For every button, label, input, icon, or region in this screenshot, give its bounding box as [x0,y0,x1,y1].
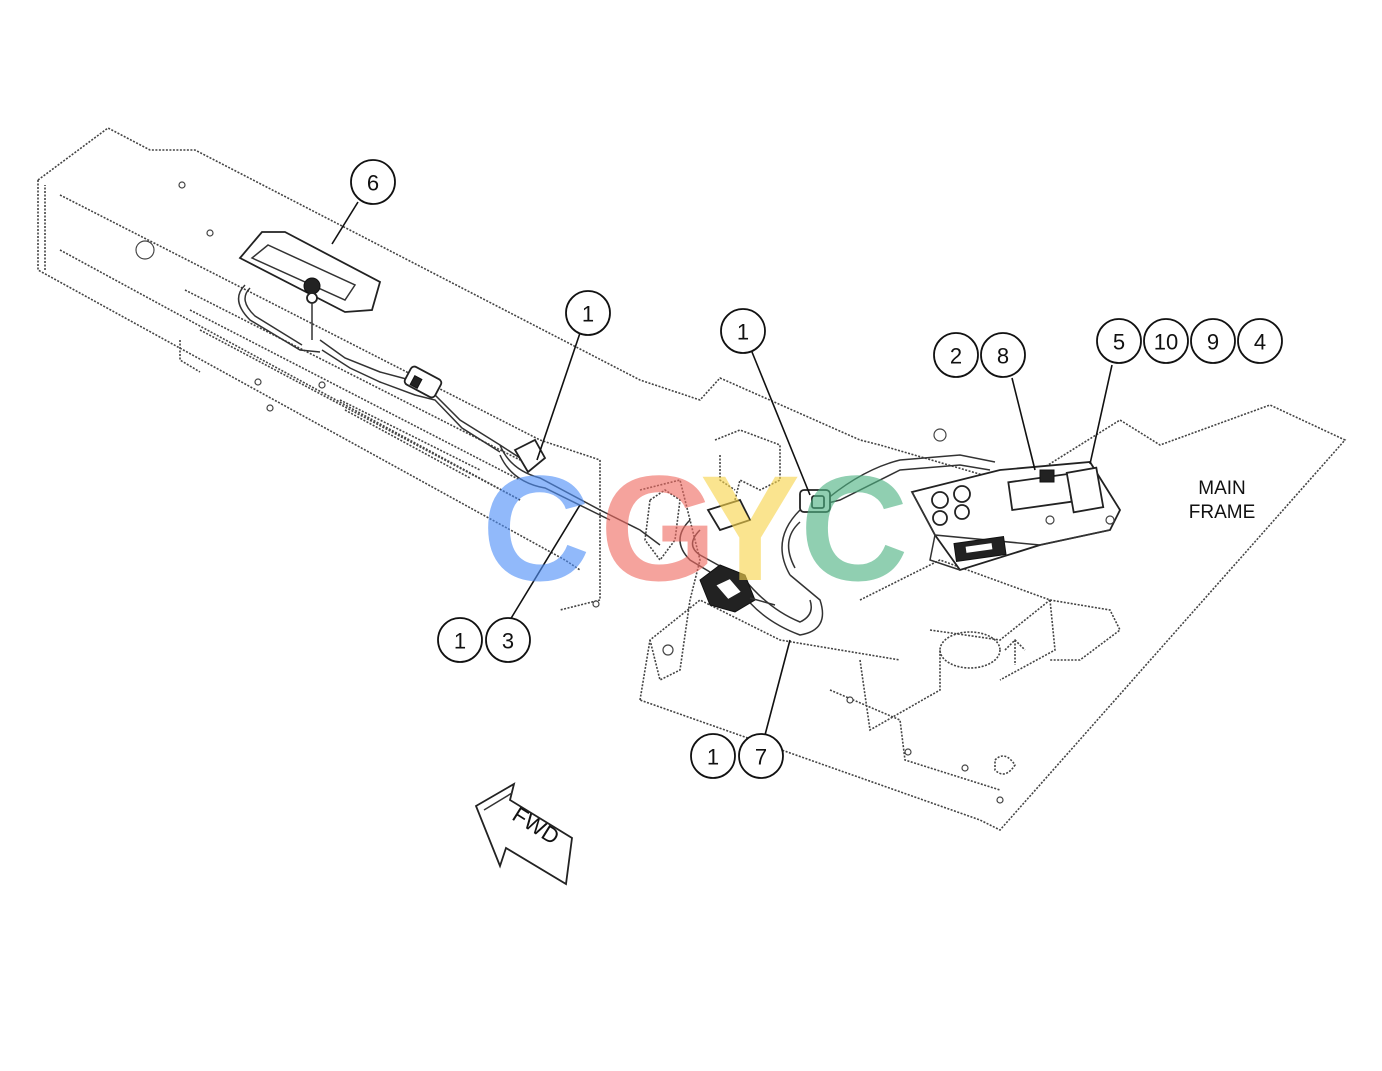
mounting-brackets [592,429,781,682]
svg-text:7: 7 [755,745,767,770]
svg-text:2: 2 [950,344,962,369]
leader-lines [331,201,1113,736]
callout-4: 4 [1237,318,1283,364]
svg-text:5: 5 [1113,330,1125,355]
part-6-housing [238,231,382,340]
callout-6: 6 [350,159,396,205]
main-frame-plate [639,404,1347,831]
controller-box [910,461,1122,572]
svg-text:1: 1 [582,302,594,327]
callout-1-connector: 1 [720,308,766,354]
callout-8: 8 [980,332,1026,378]
callout-1-bracket: 1 [437,617,483,663]
svg-text:3: 3 [502,629,514,654]
wiring-harness-left [237,284,661,546]
watermark-letter-1: C [482,444,590,612]
callout-1-loop: 1 [690,733,736,779]
watermark: C G Y C [482,444,908,612]
main-frame-label-line1: MAIN [1198,478,1246,499]
callout-5: 5 [1096,318,1142,364]
side-rail [37,127,1041,611]
callout-3: 3 [485,617,531,663]
svg-text:4: 4 [1254,330,1266,355]
svg-text:10: 10 [1154,330,1178,355]
callout-2: 2 [933,332,979,378]
watermark-letter-4: C [800,444,908,612]
svg-text:6: 6 [367,171,379,196]
watermark-letter-3: Y [700,444,800,612]
svg-text:8: 8 [997,344,1009,369]
svg-text:1: 1 [707,745,719,770]
callout-1-harness: 1 [565,290,611,336]
svg-text:9: 9 [1207,330,1219,355]
wiring-harness-center [679,454,996,636]
svg-text:1: 1 [737,320,749,345]
forward-arrow: FWD [474,782,573,886]
callout-10: 10 [1143,318,1189,364]
svg-text:1: 1 [454,629,466,654]
callout-9: 9 [1190,318,1236,364]
main-frame-label-line2: FRAME [1189,502,1256,523]
callout-7: 7 [738,733,784,779]
watermark-letter-2: G [600,444,717,612]
